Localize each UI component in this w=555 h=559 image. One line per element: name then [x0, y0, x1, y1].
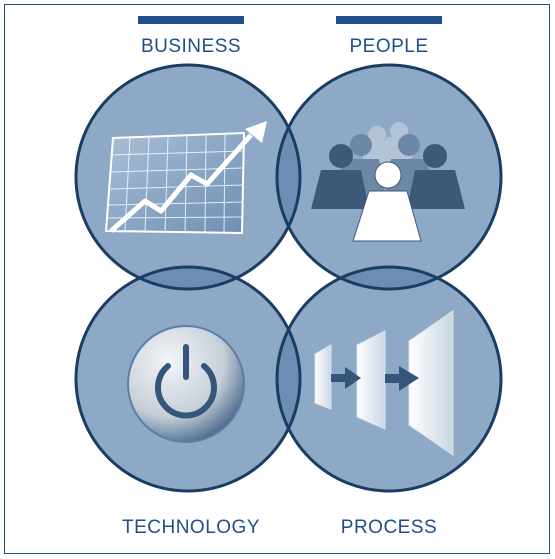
group-people-icon [311, 122, 465, 242]
process-label: PROCESS [340, 517, 438, 538]
business-label: BUSINESS [140, 36, 242, 57]
people-top-bar [336, 16, 442, 24]
growth-chart-icon [104, 121, 267, 235]
technology-label: TECHNOLOGY [121, 517, 261, 538]
venn-diagram [74, 63, 503, 493]
people-label: PEOPLE [349, 36, 429, 57]
process-flow-icon [314, 310, 454, 456]
power-button-icon [127, 325, 245, 443]
diagram-frame: BUSINESS PEOPLE TECHNOLOGY PROCESS [4, 4, 550, 554]
business-top-bar [138, 16, 244, 24]
